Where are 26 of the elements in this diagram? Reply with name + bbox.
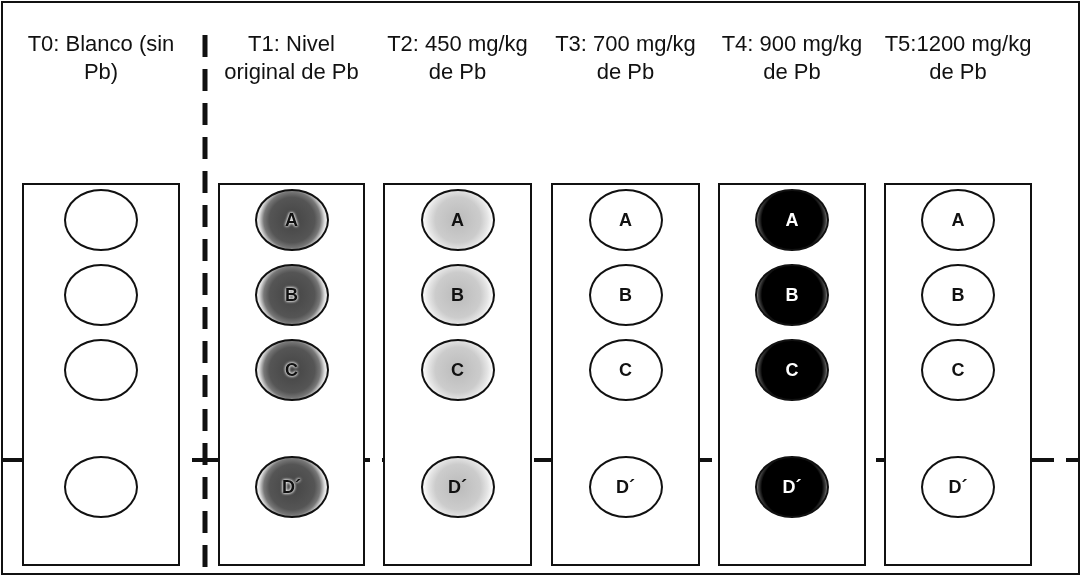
sample-circle: D´ xyxy=(755,456,829,518)
column-heading: T5:1200 mg/kg de Pb xyxy=(884,30,1032,86)
sample-circle: B xyxy=(755,264,829,326)
sample-circle: D´ xyxy=(921,456,995,518)
sample-circle: C xyxy=(755,339,829,401)
sample-circle: D´ xyxy=(254,456,329,518)
column-heading: T1: Nivel original de Pb xyxy=(223,30,360,86)
sample-circle: C xyxy=(254,339,329,401)
column-heading: T2: 450 mg/kg de Pb xyxy=(386,30,529,86)
sample-circle: A xyxy=(420,189,495,251)
sample-circle: B xyxy=(420,264,495,326)
sample-circle: C xyxy=(420,339,495,401)
sample-circle: A xyxy=(921,189,995,251)
sample-circle: C xyxy=(921,339,995,401)
column-heading: T0: Blanco (sin Pb) xyxy=(26,30,176,86)
column-heading: T4: 900 mg/kg de Pb xyxy=(720,30,864,86)
sample-circle: B xyxy=(921,264,995,326)
sample-circle: A xyxy=(588,189,663,251)
sample-circle: A xyxy=(254,189,329,251)
sample-circle: D´ xyxy=(588,456,663,518)
sample-circle: C xyxy=(588,339,663,401)
column-heading: T3: 700 mg/kg de Pb xyxy=(554,30,697,86)
sample-circle: D´ xyxy=(420,456,495,518)
sample-circle: B xyxy=(254,264,329,326)
sample-circle: B xyxy=(588,264,663,326)
sample-circle: A xyxy=(755,189,829,251)
